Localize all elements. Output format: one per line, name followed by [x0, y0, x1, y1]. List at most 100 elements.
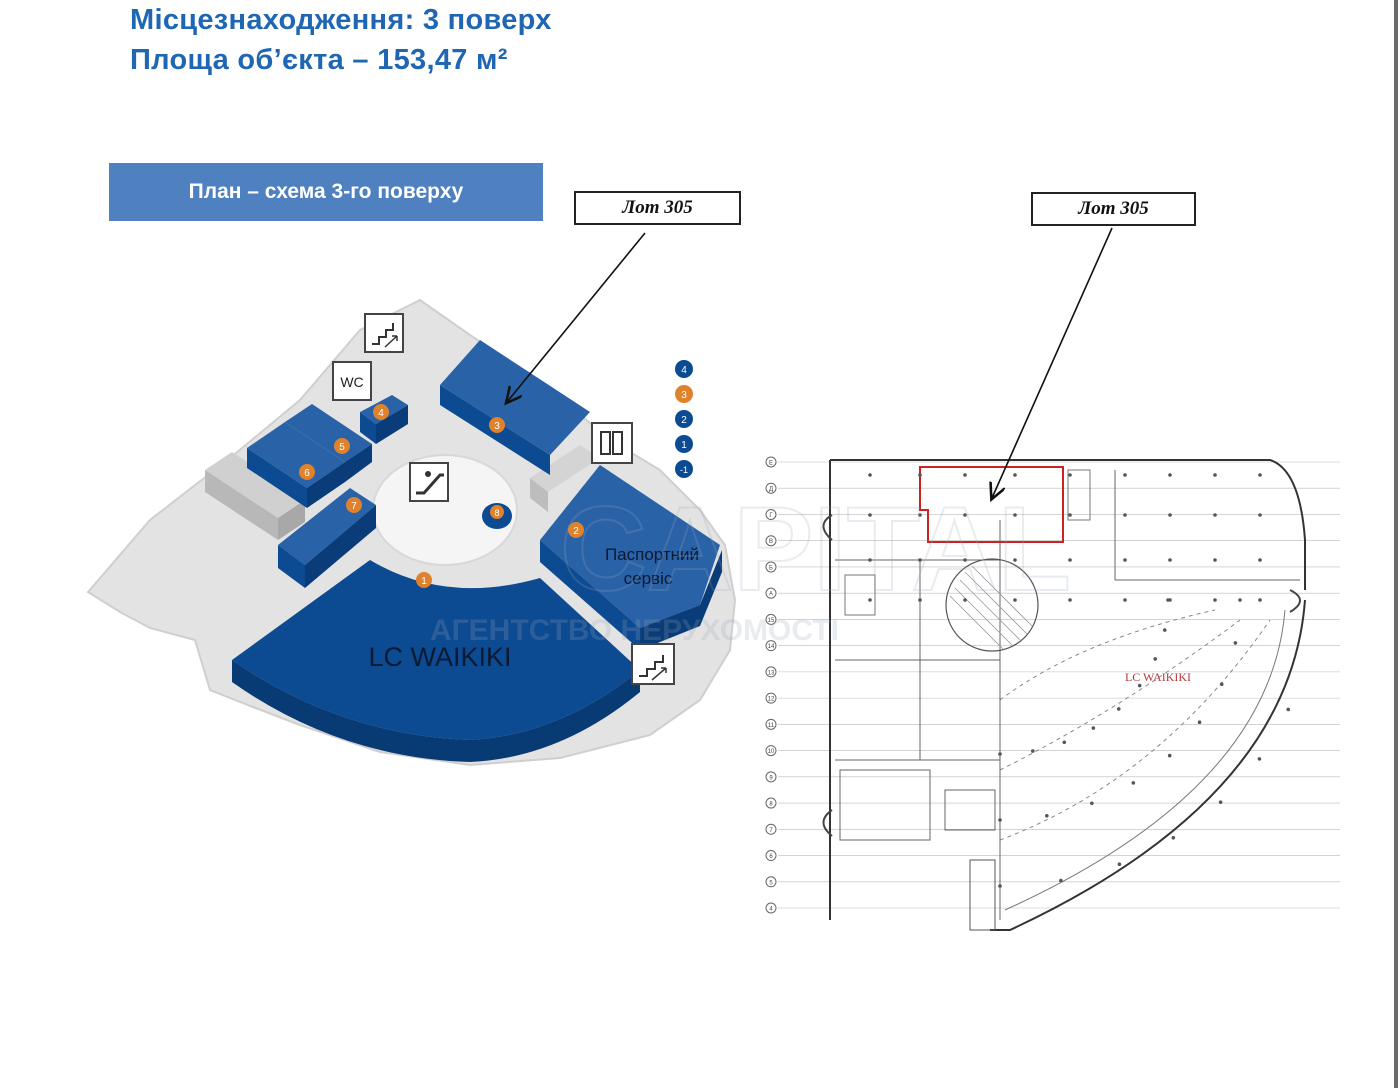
column-dot: [1258, 473, 1262, 477]
row-marker: [765, 561, 777, 573]
row-marker: [765, 850, 777, 862]
unit-number: 4: [378, 408, 384, 419]
unit-marker: [416, 572, 432, 588]
stairs-icon: [364, 313, 404, 353]
unit-number: 7: [351, 501, 357, 512]
column-dot: [868, 558, 872, 562]
column-dot: [1258, 558, 1262, 562]
unit-markers: 1 2 3 4 5 6 7 8: [299, 404, 584, 588]
anchor-store-label: LC WAIKIKI: [368, 642, 511, 672]
column-dot: [1166, 598, 1170, 602]
row-marker-label: 13: [768, 670, 775, 676]
column-dot: [1153, 657, 1158, 661]
column-dot: [1167, 753, 1172, 758]
column-dot: [1059, 878, 1063, 883]
unit-marker: [299, 464, 315, 480]
passport-label-1: Паспортний: [605, 545, 699, 564]
column-dot: [1286, 707, 1291, 712]
row-marker: [765, 745, 777, 757]
location-text: Місцезнаходження: 3 поверх: [130, 4, 552, 36]
column-dot: [1258, 598, 1262, 602]
floor-legend: 4 3 2 1 -1: [675, 360, 693, 478]
wc-label: WC: [340, 374, 363, 390]
column-dot: [918, 558, 922, 562]
column-dot: [1197, 720, 1202, 725]
column-dot: [1213, 558, 1217, 562]
column-dot: [1137, 683, 1142, 688]
lot-305-outline: [919, 466, 1064, 543]
row-marker-label: Е: [769, 461, 773, 467]
column-dot: [1013, 558, 1017, 562]
row-marker-label: Б: [769, 565, 773, 571]
column-dot: [1068, 473, 1072, 477]
row-marker: [765, 640, 777, 652]
column-dot: [963, 598, 967, 602]
column-dot: [1123, 473, 1127, 477]
plan-title: План – схема 3-го поверху: [109, 163, 543, 221]
column-dot: [998, 884, 1002, 888]
column-dot: [868, 513, 872, 517]
wc-icon: WC: [332, 361, 372, 401]
floor-4: 4: [681, 365, 687, 376]
column-dot: [1219, 682, 1224, 686]
floorplan-anchor-label: LC WAIKIKI: [1125, 670, 1191, 684]
row-marker: [765, 771, 777, 783]
row-marker-label: 12: [768, 697, 775, 703]
column-dot: [998, 752, 1002, 756]
header: Місцезнаходження: 3 поверх Площа об’єкта…: [130, 0, 552, 80]
column-dot: [1238, 598, 1242, 602]
watermark-brand: CAPITAL: [560, 482, 1071, 616]
column-dot: [1218, 800, 1223, 805]
row-marker: [765, 797, 777, 809]
row-marker-label: 8: [769, 802, 773, 808]
column-dot: [1123, 558, 1127, 562]
row-marker-label: 10: [768, 749, 775, 755]
column-dot: [918, 598, 922, 602]
row-marker-label: 14: [768, 644, 775, 650]
row-marker-label: 9: [769, 775, 773, 781]
leader-line-right: [992, 227, 1113, 498]
column-dot: [1117, 862, 1122, 867]
column-dot: [1213, 513, 1217, 517]
unit-number: 2: [573, 526, 579, 537]
unit-marker: [490, 505, 504, 519]
watermark-line: АГЕНТСТВО НЕРУХОМОСТІ: [430, 614, 839, 647]
column-dot: [1068, 558, 1072, 562]
column-dot: [963, 513, 967, 517]
unit-number: 5: [339, 442, 345, 453]
column-dot: [1131, 781, 1136, 785]
column-dot: [1123, 513, 1127, 517]
floor-2: 2: [681, 415, 687, 426]
column-dot: [1168, 558, 1172, 562]
row-marker: [765, 613, 777, 625]
row-marker-label: 4: [769, 907, 773, 913]
row-marker: [765, 508, 777, 520]
row-marker-label: 6: [769, 854, 773, 860]
column-dot: [868, 473, 872, 477]
column-dot: [1045, 813, 1049, 818]
unit-6-block: [247, 422, 345, 488]
column-dot: [1013, 513, 1017, 517]
row-marker-label: 15: [768, 618, 775, 624]
watermark: CAPITAL АГЕНТСТВО НЕРУХОМОСТІ: [430, 481, 1072, 647]
unit-marker: [373, 404, 389, 420]
row-marker-label: 7: [769, 828, 773, 834]
floor-schematic: 1 2 3 4 5 6 7 8 WC: [86, 298, 737, 767]
row-marker-label: 11: [768, 723, 775, 729]
column-dot: [1168, 473, 1172, 477]
row-marker-label: Д: [769, 487, 773, 493]
unit-number: 8: [494, 508, 499, 518]
row-marker-label: 5: [769, 880, 773, 886]
row-marker: [765, 718, 777, 730]
unit-2-block: [540, 465, 720, 628]
page-edge-line: [1394, 0, 1398, 1088]
column-dot: [963, 558, 967, 562]
unit-5-block: [285, 404, 372, 462]
column-dot: [1257, 757, 1262, 761]
area-text: Площа об’єкта – 153,47 м²: [130, 44, 508, 76]
column-dot: [1068, 598, 1072, 602]
row-marker: [765, 587, 777, 599]
row-marker: [765, 823, 777, 835]
column-dot: [1233, 641, 1238, 645]
